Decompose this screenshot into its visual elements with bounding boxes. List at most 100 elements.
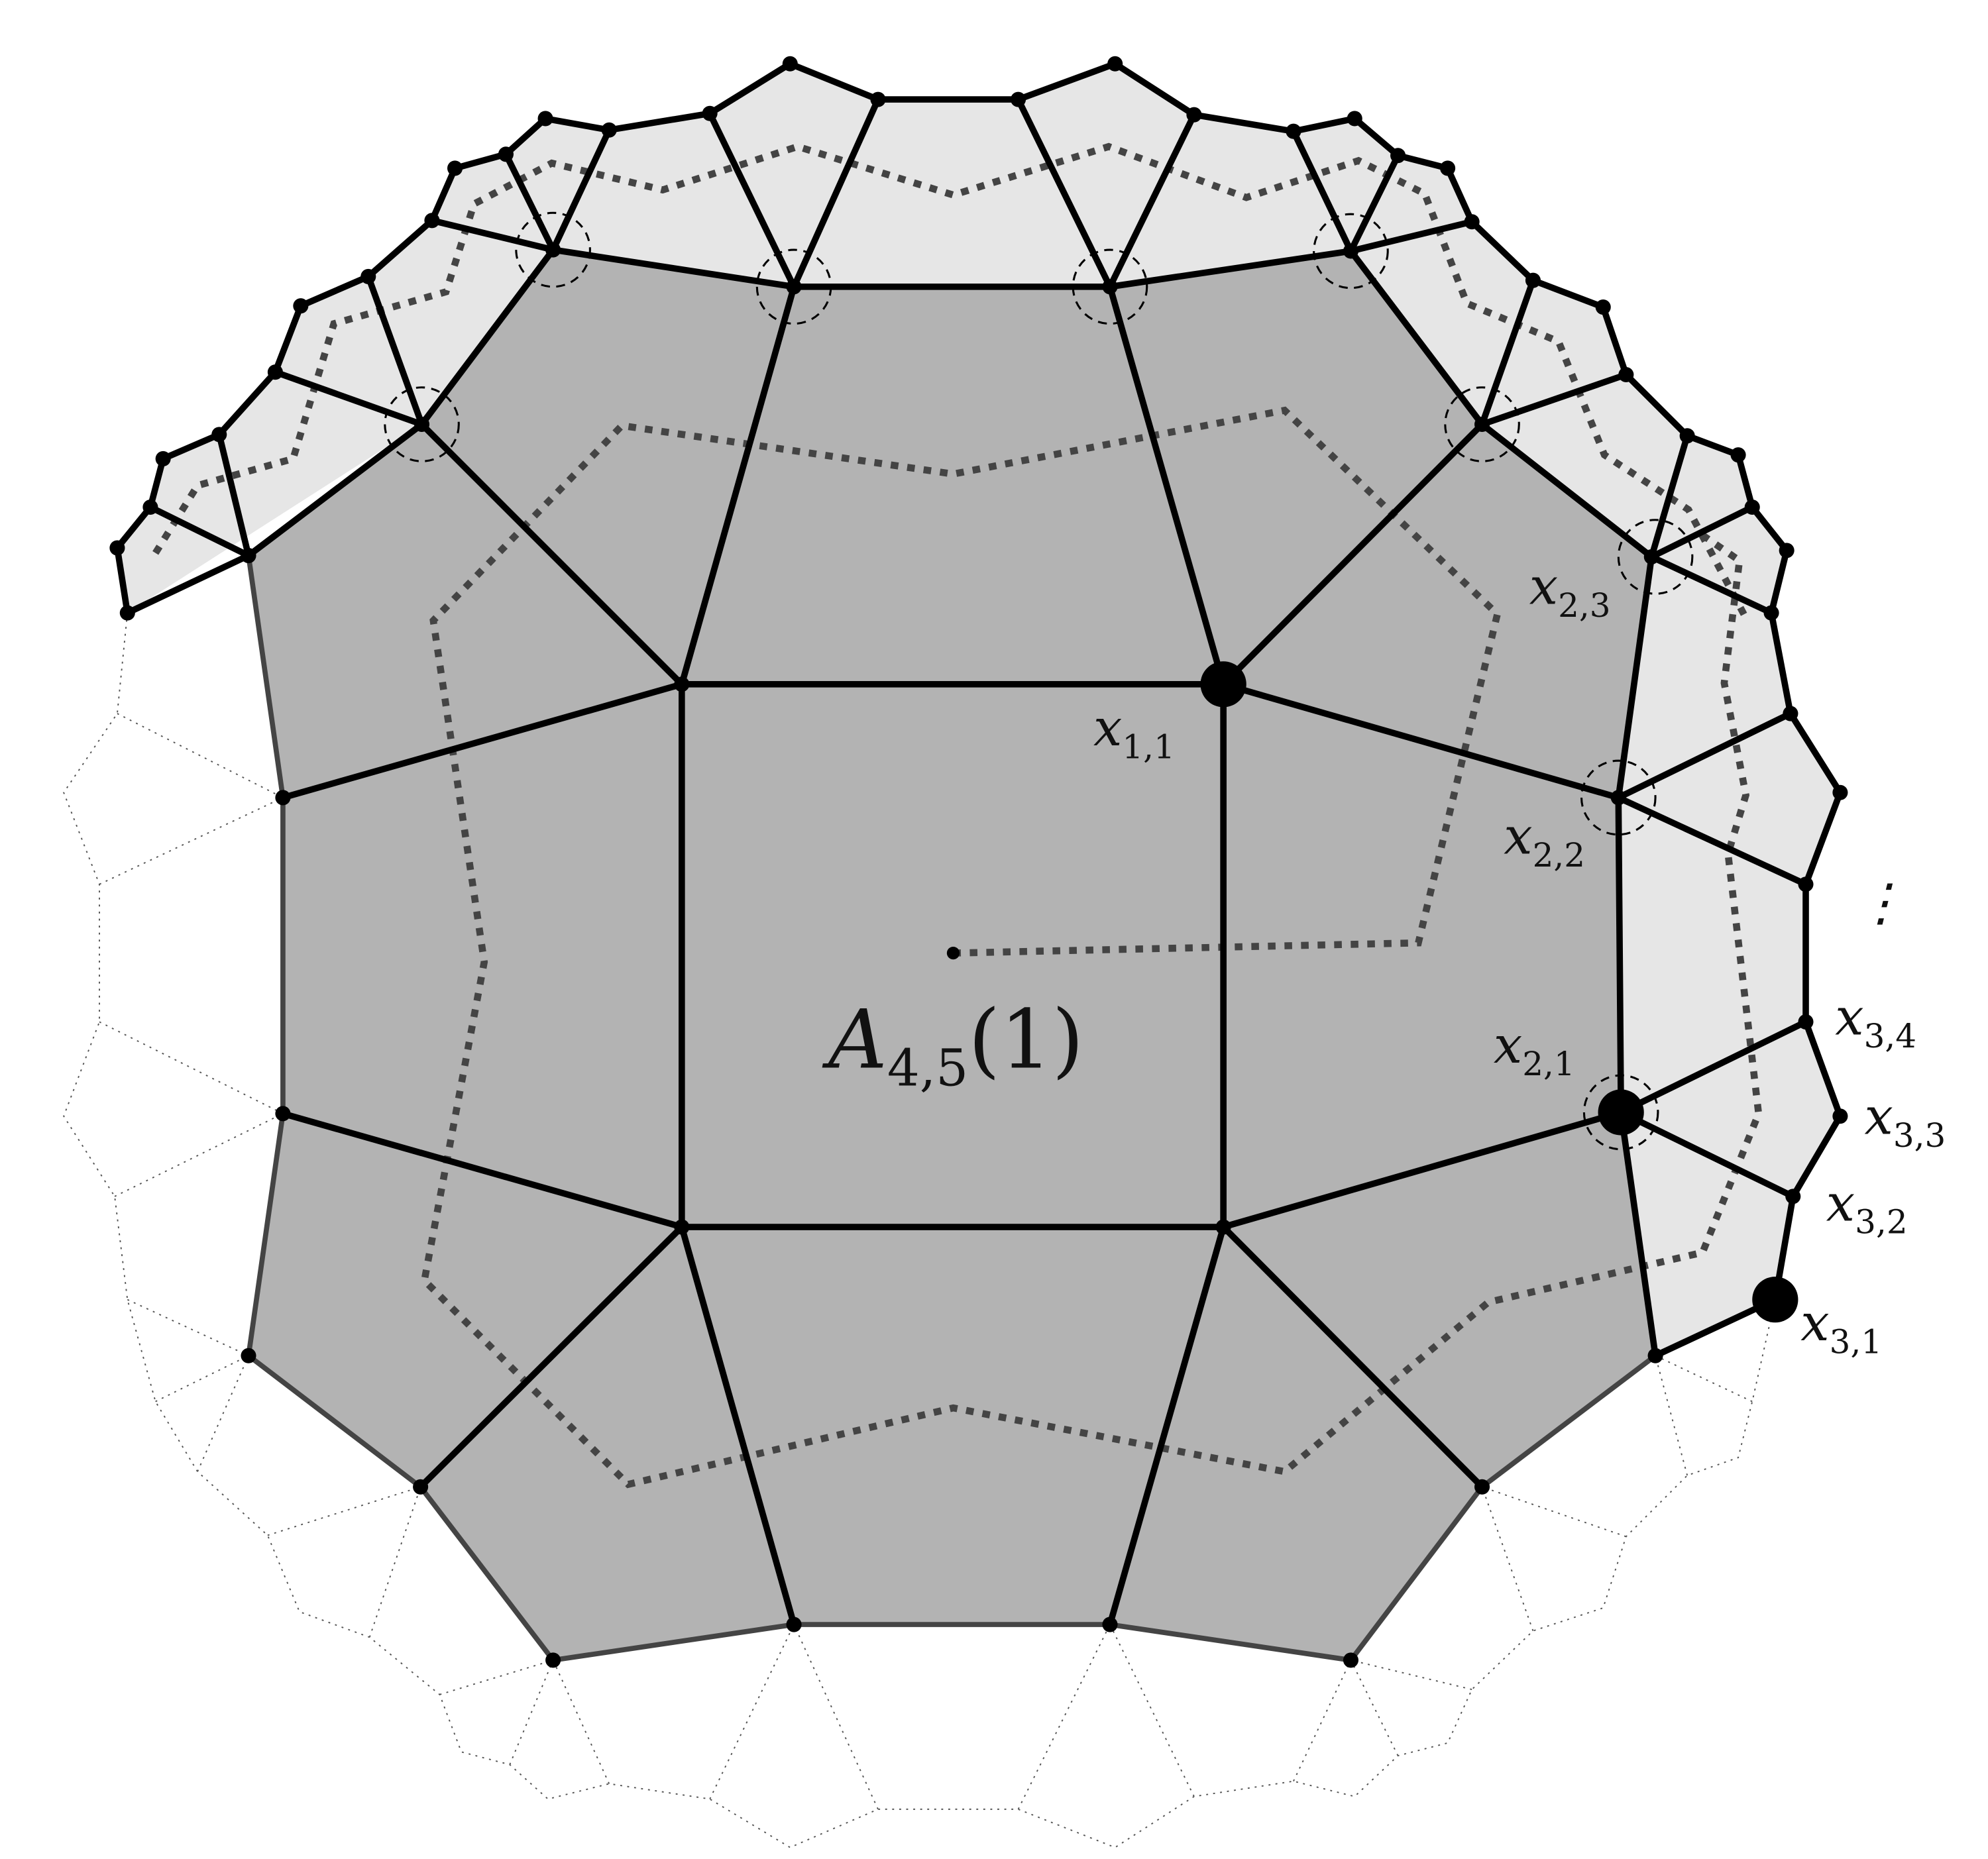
vertex-dot: [1440, 160, 1456, 176]
label-x23: x2,3: [1529, 558, 1611, 625]
inner-edge: [419, 422, 685, 687]
ring-spoke: [365, 275, 425, 426]
vertex-dot: [241, 548, 256, 564]
ring-spoke: [1290, 130, 1354, 253]
dashed-circle: [1617, 519, 1694, 595]
ring-spoke: [1480, 371, 1628, 428]
vertex-dot: [1618, 366, 1634, 383]
faint-tile-edge: [99, 797, 284, 885]
vertex-dot: [545, 1652, 561, 1668]
vertex-dot: [1390, 148, 1406, 164]
vertex-dot: [1474, 416, 1490, 433]
faint-tile-edge: [1655, 1355, 1753, 1403]
ring-spoke: [550, 129, 612, 252]
faint-tile-edge: [117, 713, 284, 798]
vertex-dot: [1595, 299, 1611, 315]
vertex-dot: [414, 416, 430, 433]
vertex-dot: [413, 1479, 429, 1495]
faint-tile-edge: [267, 1486, 421, 1536]
vertex-dot: [1832, 1108, 1848, 1124]
vertex-dot: [1186, 107, 1202, 123]
faint-tile-edge: [368, 1487, 421, 1638]
vertex-dot: [1215, 1219, 1231, 1235]
ring-spoke: [1617, 710, 1793, 801]
vertex-dot: [601, 122, 617, 138]
vertex-dot: [1798, 876, 1814, 892]
inner-edge: [1107, 286, 1227, 686]
vertex-dot: [1011, 91, 1026, 107]
vertex-dot: [674, 676, 690, 692]
vertex-dot: [1102, 279, 1118, 295]
vertex-dot: [1347, 111, 1362, 127]
faint-tile-edge: [709, 1624, 795, 1799]
ring-spoke: [126, 553, 250, 616]
region-label: A4,5(1): [822, 993, 1084, 1098]
dashed-circle: [755, 248, 832, 325]
ring-spoke: [216, 433, 252, 557]
label-x34: x3,4: [1835, 988, 1916, 1055]
dashed-circle: [1580, 759, 1657, 836]
vertex-dot: [1798, 1014, 1814, 1030]
ring-spoke: [1015, 98, 1113, 288]
vertex-dot: [786, 1617, 802, 1632]
faint-tile-edge: [99, 1021, 284, 1114]
vertex-dot: [293, 298, 309, 314]
vertex-dot: [782, 56, 798, 72]
vertex-dot: [1783, 706, 1798, 721]
ring-spoke: [1479, 279, 1536, 426]
label-x11: x1,1: [1093, 699, 1175, 766]
vertex-dot: [1464, 214, 1480, 230]
faint-tile-edge: [1351, 1659, 1472, 1691]
vertex-dot: [241, 1348, 256, 1363]
faint-tile-edge: [439, 1659, 553, 1695]
vertex-dot: [1730, 447, 1746, 463]
faint-tiling-continuation: [63, 613, 1776, 1848]
faint-tile-edge: [155, 1355, 249, 1403]
ring-spoke: [1650, 504, 1754, 560]
dashed-circle: [384, 386, 460, 462]
vertex-dot: [1343, 1652, 1358, 1668]
inner-edge: [1221, 1224, 1484, 1489]
ring-spoke: [503, 152, 556, 252]
vertex-dot: [267, 364, 283, 380]
outer-dual-path: [152, 142, 1749, 620]
dual-paths: [152, 142, 1763, 1489]
faint-tile-edge: [1482, 1486, 1627, 1538]
labels: A4,5(1) x1,1 x2,1 x2,2 x2,3 x3,1 x3,2 x3…: [822, 558, 1946, 1361]
outer-boundary: [114, 60, 1844, 1359]
vertex-dot: [424, 213, 440, 229]
dashed-circle: [1444, 386, 1520, 462]
faint-tile-edge: [1655, 1355, 1688, 1476]
vertex-x31: [1752, 1277, 1798, 1323]
inner-edge: [282, 681, 683, 801]
ring-spoke: [1350, 219, 1473, 254]
vertex-dot: [360, 268, 376, 284]
vertex-dot: [211, 427, 227, 443]
vertex-dot: [1525, 272, 1541, 288]
label-x31: x3,1: [1800, 1294, 1882, 1361]
faint-tile-edge: [509, 1660, 554, 1765]
faint-tile-edge: [114, 1113, 284, 1197]
ring-spoke: [1348, 154, 1401, 253]
vertex-dot: [1744, 499, 1760, 515]
ring-spoke: [431, 217, 554, 253]
vertex-dot: [1610, 790, 1626, 806]
ring-spoke: [791, 98, 881, 288]
vertex-dot: [155, 451, 171, 466]
inner-edge: [1222, 1109, 1622, 1230]
ring-spoke: [1648, 435, 1690, 558]
vertex-dot: [1107, 56, 1123, 72]
vertex-dot: [1643, 549, 1659, 565]
ring-spoke: [1620, 1019, 1808, 1116]
label-x33: x3,3: [1864, 1088, 1946, 1155]
dashed-circle: [1072, 248, 1148, 325]
vertex-dot: [537, 111, 553, 127]
inner-edge: [679, 286, 797, 686]
vertex-dot: [1763, 605, 1779, 621]
faint-tile-edge: [197, 1355, 249, 1472]
vertex-dot: [1474, 1479, 1490, 1495]
highlight-circles: [384, 211, 1694, 1151]
inner-edge: [679, 1226, 797, 1626]
